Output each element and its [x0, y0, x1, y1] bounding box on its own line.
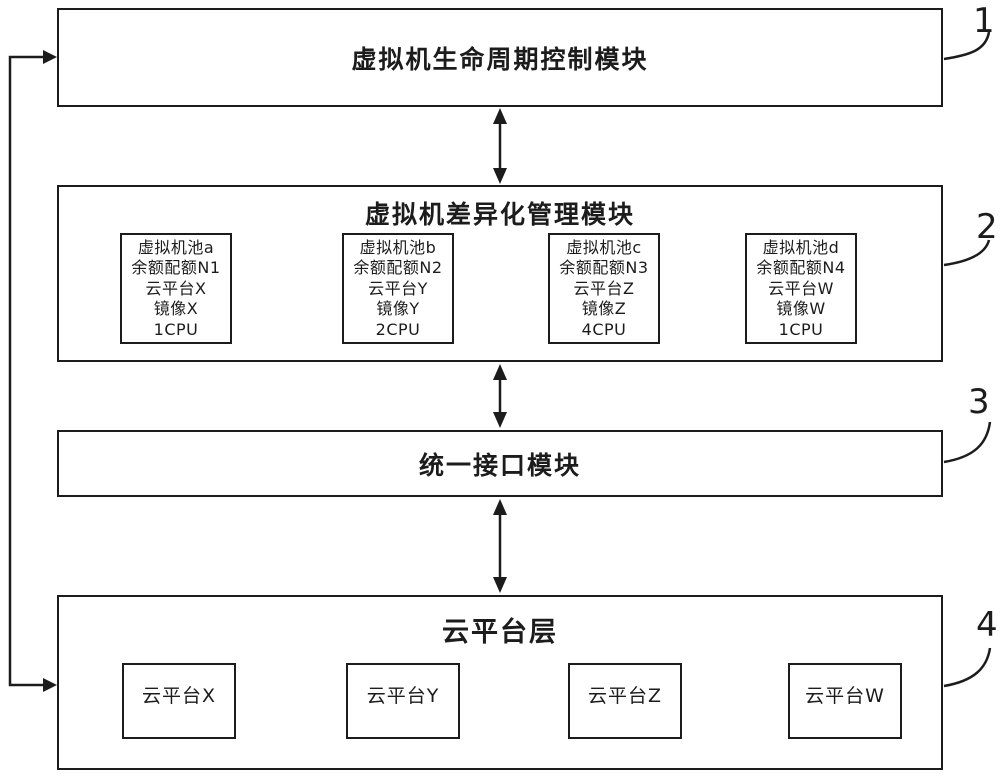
vm-pool-d-cpu: 1CPU — [778, 319, 824, 339]
vm-pool-d-image: 镜像W — [776, 299, 826, 319]
vm-pool-a-platform: 云平台X — [145, 278, 207, 298]
vm-pool-b-quota: 余额配额N2 — [353, 258, 443, 278]
cloud-platform-x-box: 云平台X — [122, 663, 236, 739]
vm-pool-a-image: 镜像X — [153, 299, 199, 319]
double-arrow-module3-module4 — [493, 499, 507, 593]
ref-numeral-2: 2 — [976, 207, 998, 247]
leader-line-4 — [943, 647, 992, 688]
vm-pool-d-box: 虚拟机池d 余额配额N4 云平台W 镜像W 1CPU — [745, 233, 857, 344]
vm-pool-b-name: 虚拟机池b — [359, 238, 437, 257]
cloud-platform-y-box: 云平台Y — [346, 663, 460, 739]
vm-pool-d-name: 虚拟机池d — [762, 238, 840, 257]
cloud-platform-x-label: 云平台X — [141, 685, 217, 707]
cloud-platform-z-label: 云平台Z — [587, 685, 663, 707]
vm-pool-a-cpu: 1CPU — [153, 319, 199, 339]
cloud-platform-z-box: 云平台Z — [568, 663, 682, 739]
ref-numeral-3: 3 — [968, 382, 990, 422]
vm-pool-c-quota: 余额配额N3 — [559, 258, 649, 278]
vm-pool-a-name: 虚拟机池a — [137, 238, 215, 257]
double-arrow-module2-module3 — [493, 364, 507, 428]
vm-pool-c-platform: 云平台Z — [573, 278, 635, 298]
vm-pool-c-cpu: 4CPU — [581, 319, 627, 339]
cloud-platform-w-box: 云平台W — [788, 663, 902, 739]
vm-pool-d-platform: 云平台W — [768, 278, 834, 298]
vm-pool-a-box: 虚拟机池a 余额配额N1 云平台X 镜像X 1CPU — [120, 233, 232, 344]
vm-pool-c-name: 虚拟机池c — [566, 238, 642, 257]
vm-pool-d-quota: 余额配额N4 — [756, 258, 846, 278]
vm-pool-b-image: 镜像Y — [376, 299, 420, 319]
module-vm-differentiation-management-title: 虚拟机差异化管理模块 — [364, 200, 635, 229]
leader-line-3 — [943, 421, 992, 464]
module-unified-interface-title: 统一接口模块 — [418, 450, 581, 480]
ref-numeral-1: 1 — [973, 1, 995, 41]
vm-pool-b-box: 虚拟机池b 余额配额N2 云平台Y 镜像Y 2CPU — [342, 233, 454, 344]
cloud-platform-y-label: 云平台Y — [366, 685, 440, 707]
vm-pool-b-cpu: 2CPU — [375, 319, 421, 339]
vm-pool-a-quota: 余额配额N1 — [131, 258, 221, 278]
module-vm-lifecycle-control: 虚拟机生命周期控制模块 — [57, 8, 943, 107]
module-vm-lifecycle-control-title: 虚拟机生命周期控制模块 — [351, 44, 649, 74]
module-cloud-platform-layer-title: 云平台层 — [442, 617, 558, 648]
double-arrow-module1-module2 — [493, 108, 507, 184]
bypass-connector-module1-module4 — [8, 50, 57, 692]
vm-pool-c-box: 虚拟机池c 余额配额N3 云平台Z 镜像Z 4CPU — [548, 233, 660, 344]
cloud-platform-w-label: 云平台W — [805, 685, 885, 707]
vm-pool-c-image: 镜像Z — [581, 299, 627, 319]
ref-numeral-4: 4 — [976, 605, 998, 645]
vm-pool-b-platform: 云平台Y — [368, 278, 428, 298]
module-unified-interface: 统一接口模块 — [57, 430, 943, 497]
